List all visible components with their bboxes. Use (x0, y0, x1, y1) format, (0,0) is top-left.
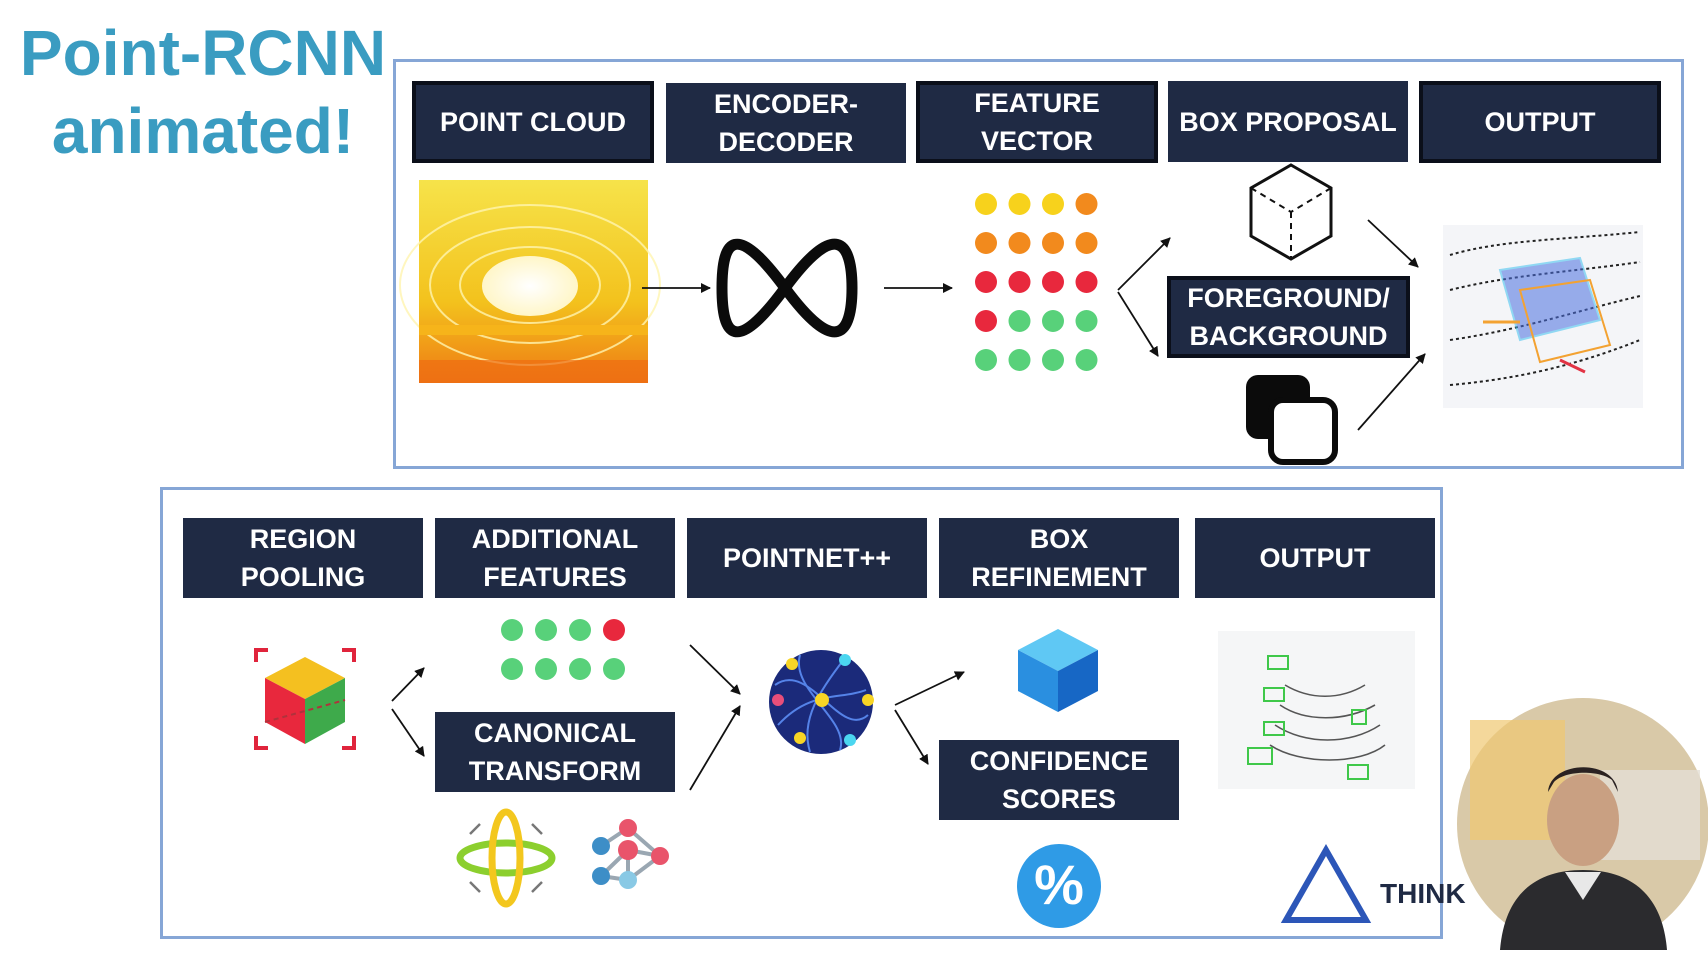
additional-dot-0-2 (569, 619, 591, 641)
cube-wireframe-icon (1249, 163, 1333, 261)
additional-dot-1-2 (569, 658, 591, 680)
feature-dot-0-0 (975, 193, 997, 215)
label-point-cloud: POINT CLOUD (412, 81, 654, 163)
output-image-top (1443, 225, 1643, 408)
brand-text: THINK (1380, 878, 1466, 909)
presenter-avatar (1457, 698, 1708, 950)
feature-dot-0-2 (1042, 193, 1064, 215)
label-encoder-decoder: ENCODER- DECODER (666, 83, 906, 163)
feature-dot-2-3 (1075, 271, 1098, 293)
feature-dot-3-3 (1075, 310, 1098, 332)
arrow-pooling-to-features (391, 667, 425, 702)
svg-text:%: % (1034, 853, 1084, 916)
region-pooling-icon (254, 648, 356, 750)
output-image-bottom (1218, 631, 1415, 789)
arrow-pointnet-to-confidence (894, 709, 929, 765)
label-box-proposal: BOX PROPOSAL (1168, 81, 1408, 162)
feature-dot-4-1 (1008, 349, 1031, 371)
additional-dot-1-3 (603, 658, 625, 680)
point-cloud-image (399, 180, 661, 383)
network-graph-icon (592, 819, 669, 889)
feature-dot-0-3 (1075, 193, 1098, 215)
label-box-refinement: BOX REFINEMENT (939, 518, 1179, 598)
feature-dot-4-3 (1075, 349, 1098, 371)
feature-dot-2-0 (975, 271, 997, 293)
label-region-pooling: REGION POOLING (183, 518, 423, 598)
feature-dot-3-2 (1042, 310, 1064, 332)
arrow-feature-to-foreground (1117, 291, 1159, 357)
page-title: Point-RCNN animated! (18, 14, 388, 170)
additional-feature-dots (501, 619, 625, 680)
additional-dot-0-1 (535, 619, 557, 641)
feature-dot-2-1 (1008, 271, 1031, 293)
feature-dot-3-1 (1008, 310, 1031, 332)
feature-dot-3-0 (975, 310, 997, 332)
title-line-1: Point-RCNN (19, 17, 387, 89)
top-pipeline-panel (393, 59, 1684, 469)
bottom-pipeline-panel (160, 487, 1443, 939)
additional-dot-0-3 (603, 619, 625, 641)
label-confidence-scores: CONFIDENCE SCORES (939, 740, 1179, 820)
feature-dot-1-2 (1042, 232, 1064, 254)
feature-dot-1-3 (1075, 232, 1098, 254)
percent-icon: % (1017, 844, 1101, 928)
infinity-icon (716, 238, 858, 338)
additional-dot-1-1 (535, 658, 557, 680)
rotation-icon (456, 808, 556, 908)
additional-dot-1-0 (501, 658, 523, 680)
brand-triangle-logo (1280, 843, 1372, 923)
arrow-pooling-to-canonical (391, 708, 425, 757)
label-additional-features: ADDITIONAL FEATURES (435, 518, 675, 598)
arrow-layers-to-output (1357, 353, 1426, 431)
feature-dot-1-1 (1008, 232, 1031, 254)
label-canonical-transform: CANONICAL TRANSFORM (435, 712, 675, 792)
feature-dot-4-2 (1042, 349, 1064, 371)
label-foreground-background: FOREGROUND/ BACKGROUND (1167, 276, 1410, 358)
arrow-pointnet-to-refinement (894, 671, 965, 706)
label-output-top: OUTPUT (1419, 81, 1661, 163)
feature-dot-2-2 (1042, 271, 1064, 293)
title-line-2: animated! (51, 95, 355, 167)
layers-icon (1246, 375, 1338, 465)
arrow-canonical-to-pointnet (689, 705, 741, 791)
feature-dot-0-1 (1008, 193, 1031, 215)
label-output-bottom: OUTPUT (1195, 518, 1435, 598)
label-pointnet: POINTNET++ (687, 518, 927, 598)
label-feature-vector: FEATURE VECTOR (916, 81, 1158, 163)
additional-dot-0-0 (501, 619, 523, 641)
feature-vector-dots (975, 193, 1098, 371)
arrow-features-to-pointnet (689, 644, 741, 695)
pointnet-network-icon (769, 650, 874, 754)
feature-dot-1-0 (975, 232, 997, 254)
refined-box-icon (1018, 629, 1098, 712)
feature-dot-4-0 (975, 349, 997, 371)
arrow-box-to-output (1367, 219, 1419, 268)
arrow-feature-to-box (1117, 237, 1171, 291)
